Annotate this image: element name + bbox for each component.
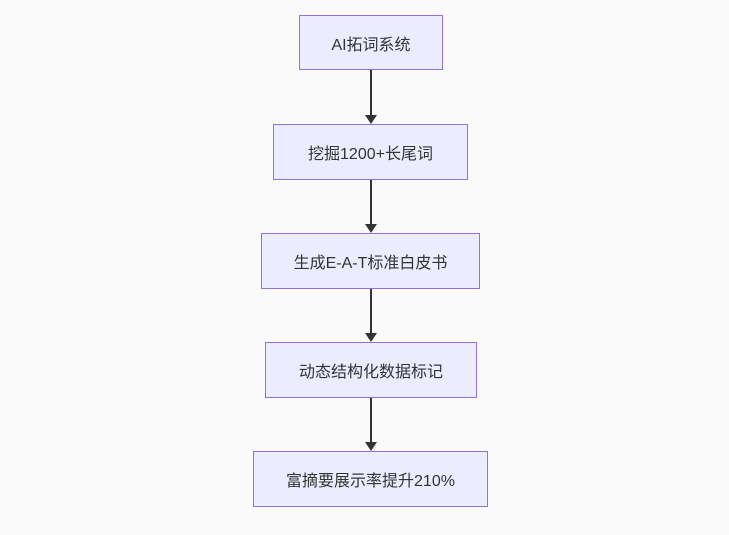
flow-node-label: AI拓词系统 [331,36,411,54]
flow-node-ai-expansion: AI拓词系统 [299,15,443,70]
flow-node-label: 富摘要展示率提升210% [286,473,455,490]
arrowhead-down-icon [365,115,377,124]
arrowhead-down-icon [365,333,377,342]
flow-edge-1 [364,70,378,124]
arrow-line [370,289,372,339]
flow-edge-4 [364,398,378,451]
arrow-line [370,398,372,448]
arrowhead-down-icon [365,224,377,233]
flow-edge-2 [364,180,378,233]
flow-edge-3 [364,289,378,342]
arrow-line [370,180,372,230]
flow-node-rich-snippet-result: 富摘要展示率提升210% [253,451,488,507]
flow-node-label: 挖掘1200+长尾词 [308,146,433,163]
flow-node-label: 生成E-A-T标准白皮书 [293,255,448,272]
arrow-line [370,70,372,121]
flow-node-label: 动态结构化数据标记 [298,364,443,381]
flow-node-structured-data: 动态结构化数据标记 [265,342,477,398]
flow-node-longtail-mining: 挖掘1200+长尾词 [273,124,468,180]
flow-node-eat-whitepaper: 生成E-A-T标准白皮书 [261,233,480,289]
arrowhead-down-icon [365,442,377,451]
